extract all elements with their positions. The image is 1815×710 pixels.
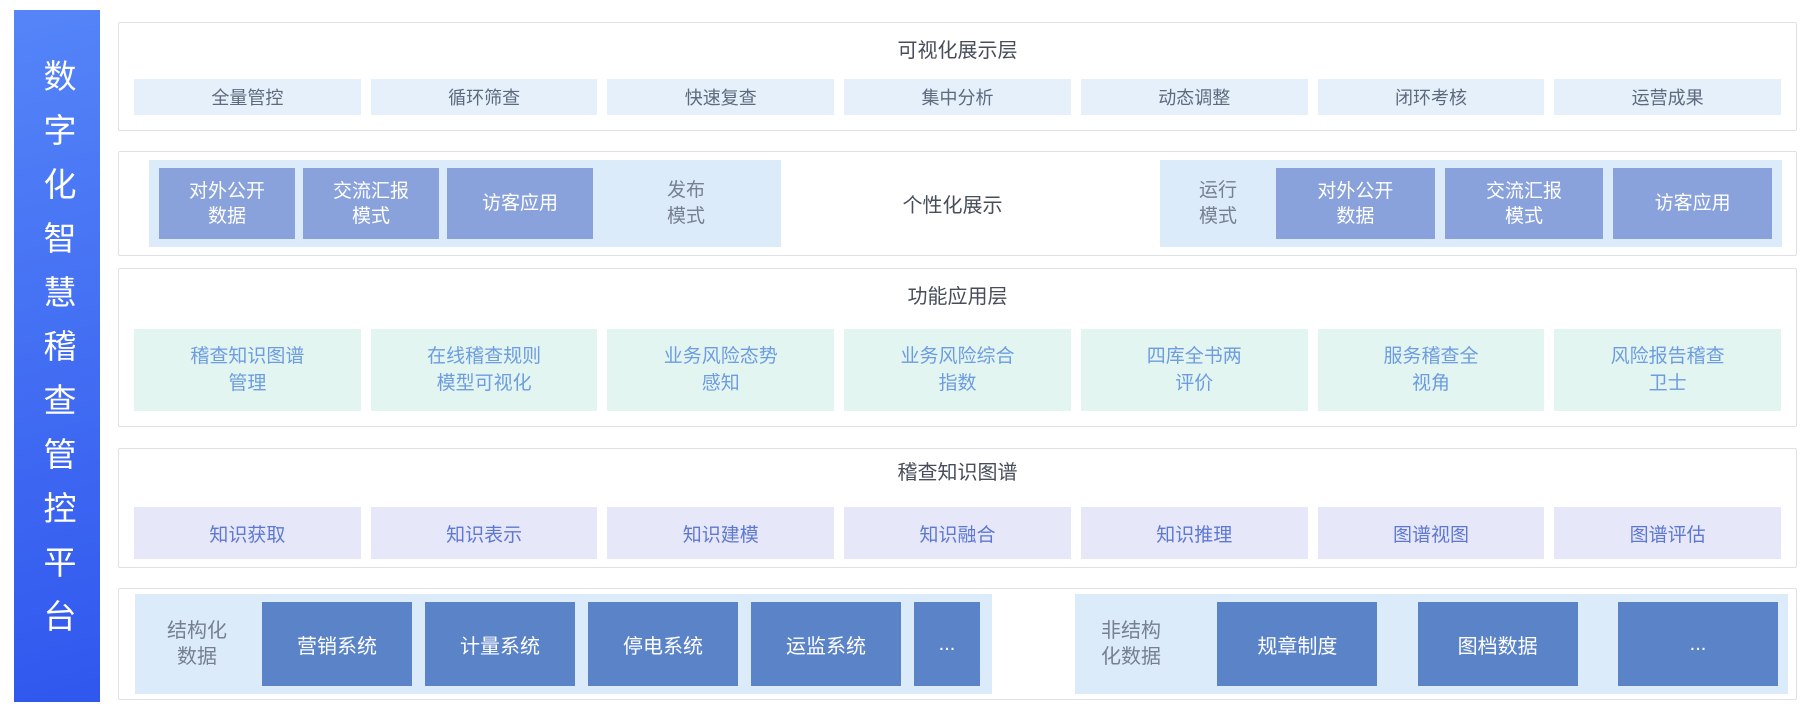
knowledge-item: 知识融合 — [844, 507, 1071, 559]
unstructured-data-group: 非结构 化数据 规章制度 图档数据 ... — [1075, 594, 1788, 694]
ellipsis-box: ... — [1617, 602, 1778, 686]
viz-item: 循环筛查 — [370, 79, 598, 115]
viz-item: 闭环考核 — [1317, 79, 1545, 115]
data-box: 规章制度 — [1217, 602, 1378, 686]
function-item: 在线稽查规则 模型可视化 — [370, 329, 598, 411]
function-item: 业务风险态势 感知 — [607, 329, 835, 411]
function-item: 稽查知识图谱 管理 — [134, 329, 361, 411]
ellipsis-box: ... — [914, 602, 980, 686]
viz-item: 运营成果 — [1554, 79, 1782, 115]
layer-knowledge-graph: 稽查知识图谱 知识获取 知识表示 知识建模 知识融合 知识推理 图谱视图 图谱评… — [118, 448, 1797, 568]
run-mode-group: 运行 模式 对外公开 数据 交流汇报 模式 访客应用 — [1160, 160, 1782, 247]
function-item: 业务风险综合 指数 — [844, 329, 1071, 411]
layer-visualization: 可视化展示层 全量管控 循环筛查 快速复查 集中分析 动态调整 闭环考核 运营成… — [118, 22, 1797, 131]
layer-functional: 功能应用层 稽查知识图谱 管理 在线稽查规则 模型可视化 业务风险态势 感知 业… — [118, 268, 1797, 427]
layer-display-modes: 对外公开 数据 交流汇报 模式 访客应用 发布 模式 个性化展示 运行 模式 对… — [118, 151, 1797, 256]
function-item: 风险报告稽查 卫士 — [1554, 329, 1782, 411]
mode-box: 交流汇报 模式 — [1444, 168, 1604, 239]
visualization-items: 全量管控 循环筛查 快速复查 集中分析 动态调整 闭环考核 运营成果 — [134, 79, 1782, 115]
viz-item: 动态调整 — [1080, 79, 1308, 115]
mode-box: 交流汇报 模式 — [303, 168, 439, 239]
functional-items: 稽查知识图谱 管理 在线稽查规则 模型可视化 业务风险态势 感知 业务风险综合 … — [134, 329, 1782, 411]
run-mode-label: 运行 模式 — [1198, 179, 1237, 227]
knowledge-graph-title: 稽查知识图谱 — [897, 462, 1018, 484]
mode-box: 对外公开 数据 — [1276, 168, 1435, 239]
unstructured-data-label: 非结构 化数据 — [1101, 620, 1161, 668]
structured-data-label: 结构化 数据 — [167, 620, 227, 668]
mode-box: 访客应用 — [447, 168, 593, 239]
viz-item: 集中分析 — [844, 79, 1071, 115]
knowledge-items: 知识获取 知识表示 知识建模 知识融合 知识推理 图谱视图 图谱评估 — [134, 507, 1782, 559]
knowledge-item: 知识获取 — [134, 507, 361, 559]
data-box: 图档数据 — [1417, 602, 1578, 686]
visualization-layer-title: 可视化展示层 — [897, 40, 1018, 62]
knowledge-item: 图谱视图 — [1317, 507, 1545, 559]
system-box: 停电系统 — [588, 602, 738, 686]
functional-layer-title: 功能应用层 — [907, 286, 1008, 308]
system-box: 营销系统 — [262, 602, 412, 686]
viz-item: 快速复查 — [607, 79, 835, 115]
mode-box: 对外公开 数据 — [159, 168, 295, 239]
platform-title-bar: 数字化智慧稽查管控平台 — [14, 10, 100, 702]
personalized-display-label: 个性化展示 — [902, 195, 1003, 217]
knowledge-item: 知识表示 — [370, 507, 598, 559]
function-item: 四库全书两 评价 — [1080, 329, 1308, 411]
layer-data-sources: 结构化 数据 营销系统 计量系统 停电系统 运监系统 ... 非结构 化数据 规… — [118, 588, 1797, 700]
knowledge-item: 知识推理 — [1080, 507, 1308, 559]
system-box: 运监系统 — [751, 602, 901, 686]
function-item: 服务稽查全 视角 — [1317, 329, 1545, 411]
structured-data-group: 结构化 数据 营销系统 计量系统 停电系统 运监系统 ... — [135, 594, 992, 694]
viz-item: 全量管控 — [134, 79, 361, 115]
knowledge-item: 图谱评估 — [1554, 507, 1782, 559]
publish-mode-group: 对外公开 数据 交流汇报 模式 访客应用 发布 模式 — [149, 160, 781, 247]
platform-title: 数字化智慧稽查管控平台 — [39, 59, 76, 653]
mode-box: 访客应用 — [1613, 168, 1773, 239]
knowledge-item: 知识建模 — [607, 507, 835, 559]
system-box: 计量系统 — [425, 602, 575, 686]
publish-mode-label: 发布 模式 — [666, 179, 705, 227]
